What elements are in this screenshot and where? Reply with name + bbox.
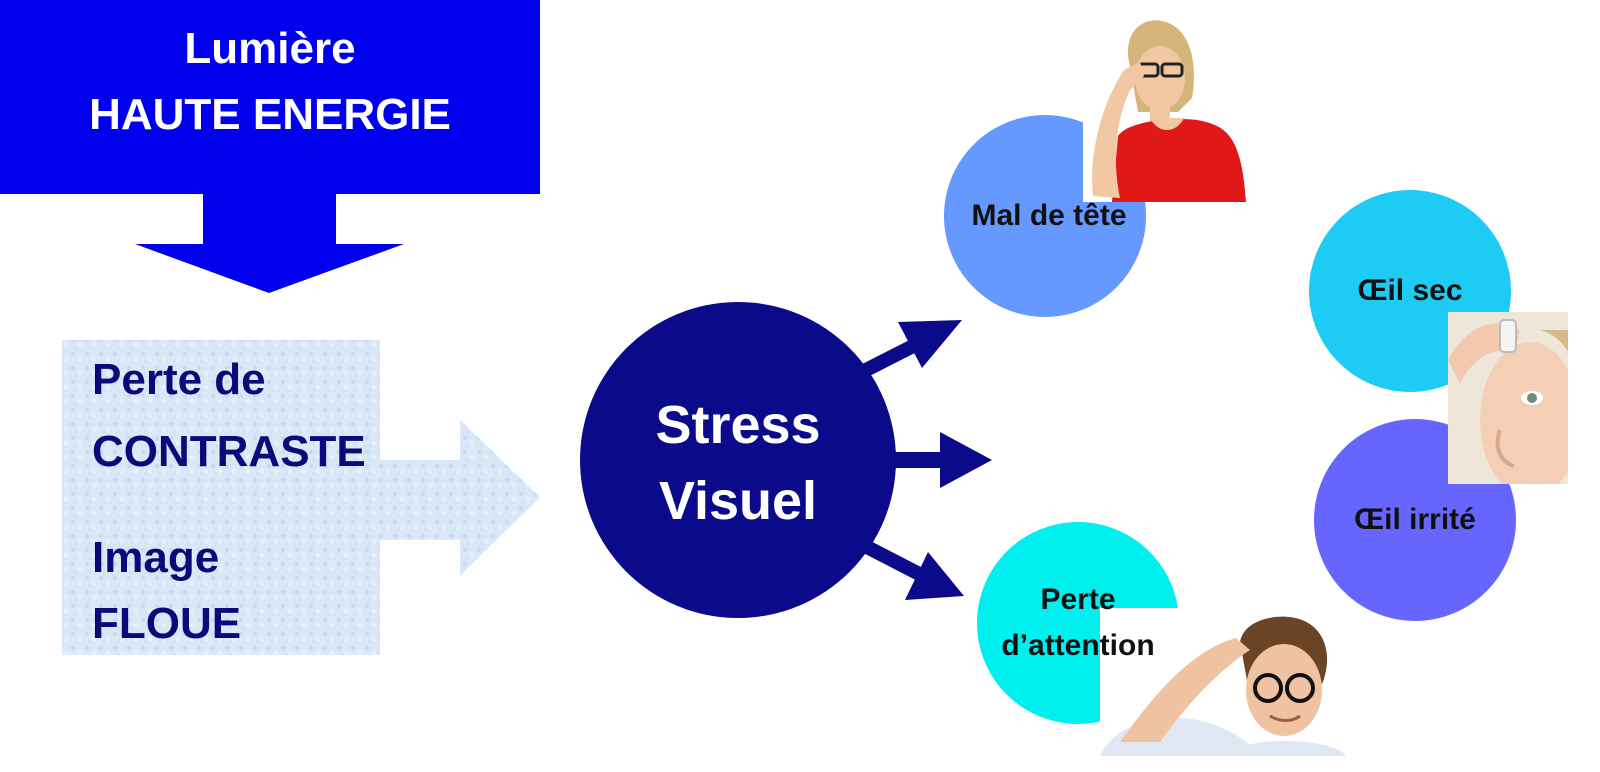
contrast-label-line1: Perte de xyxy=(92,355,266,404)
headache-label: Mal de tête xyxy=(971,199,1127,232)
stress-label-line2: Visuel xyxy=(658,471,818,531)
radiating-arrows xyxy=(858,320,992,600)
irritated-eye-label: Œil irrité xyxy=(1354,503,1476,536)
contrast-label-line2: CONTRASTE xyxy=(92,427,366,476)
source-title-line2: HAUTE ENERGIE xyxy=(89,90,451,139)
attention-label-line2: d’attention xyxy=(1001,629,1155,662)
woman-headache-photo xyxy=(1083,14,1253,202)
stress-label-line1: Stress xyxy=(655,395,821,455)
confused-man-photo xyxy=(1100,608,1348,756)
dry-eye-label: Œil sec xyxy=(1357,274,1463,307)
effects-arrow xyxy=(62,340,540,655)
source-arrow xyxy=(0,0,540,293)
eye-drops-photo xyxy=(1448,312,1568,484)
blur-label-line1: Image xyxy=(92,533,220,582)
stress-circle xyxy=(580,302,896,618)
source-title-line1: Lumière xyxy=(184,24,356,73)
blur-label-line2: FLOUE xyxy=(92,599,242,648)
attention-label-line1: Perte xyxy=(1040,583,1116,616)
